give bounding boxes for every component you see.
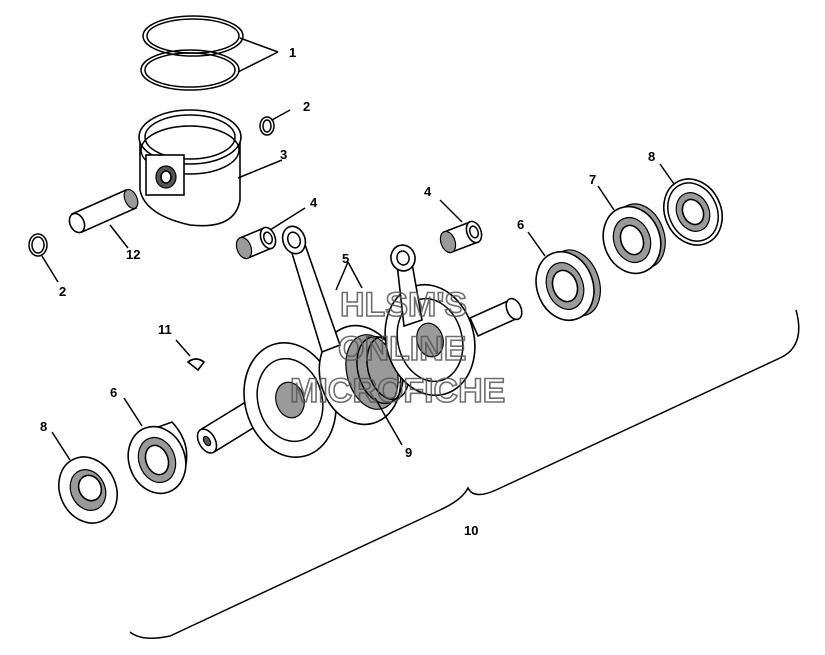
callout-8-right: 8 [648, 149, 655, 164]
connecting-rod-left[interactable] [279, 223, 342, 354]
callout-4-left: 4 [310, 195, 318, 210]
callout-2-lower: 2 [59, 284, 66, 299]
piston-pin[interactable] [67, 187, 141, 249]
callout-9: 9 [405, 445, 412, 460]
oil-seal-right[interactable] [653, 163, 732, 255]
needle-bearing-left[interactable] [234, 207, 306, 261]
callout-6-left: 6 [110, 385, 117, 400]
callout-12: 12 [126, 247, 140, 262]
circlip-lower[interactable] [28, 233, 59, 283]
watermark-line-2: ONLINE [338, 330, 466, 368]
callout-1: 1 [289, 45, 296, 60]
callout-2-upper: 2 [303, 99, 310, 114]
piston-ring-lower[interactable] [140, 49, 240, 91]
main-bearing-right[interactable] [527, 231, 609, 328]
woodruff-key[interactable] [175, 339, 206, 372]
watermark-line-3: MICROFICHE [290, 372, 505, 410]
callout-6-right: 6 [517, 217, 524, 232]
leader-lines-5 [335, 261, 363, 291]
assembly-bracket-10 [129, 309, 800, 639]
callout-3: 3 [280, 147, 287, 162]
callout-4-right: 4 [424, 184, 432, 199]
watermark-line-1: HLSM'S [340, 286, 467, 324]
needle-bearing-right[interactable] [438, 199, 485, 255]
callout-11: 11 [158, 322, 172, 337]
bearing-7[interactable] [594, 185, 674, 282]
oil-seal-left[interactable] [48, 431, 127, 533]
main-bearing-left[interactable] [119, 397, 195, 502]
circlip-upper[interactable] [259, 109, 291, 136]
callout-10: 10 [464, 523, 478, 538]
piston[interactable] [138, 109, 283, 227]
callout-5: 5 [342, 251, 349, 266]
leader-lines-1 [237, 37, 279, 73]
callout-7: 7 [589, 172, 596, 187]
callout-8-left: 8 [40, 419, 47, 434]
connecting-rod-right[interactable] [388, 242, 423, 328]
